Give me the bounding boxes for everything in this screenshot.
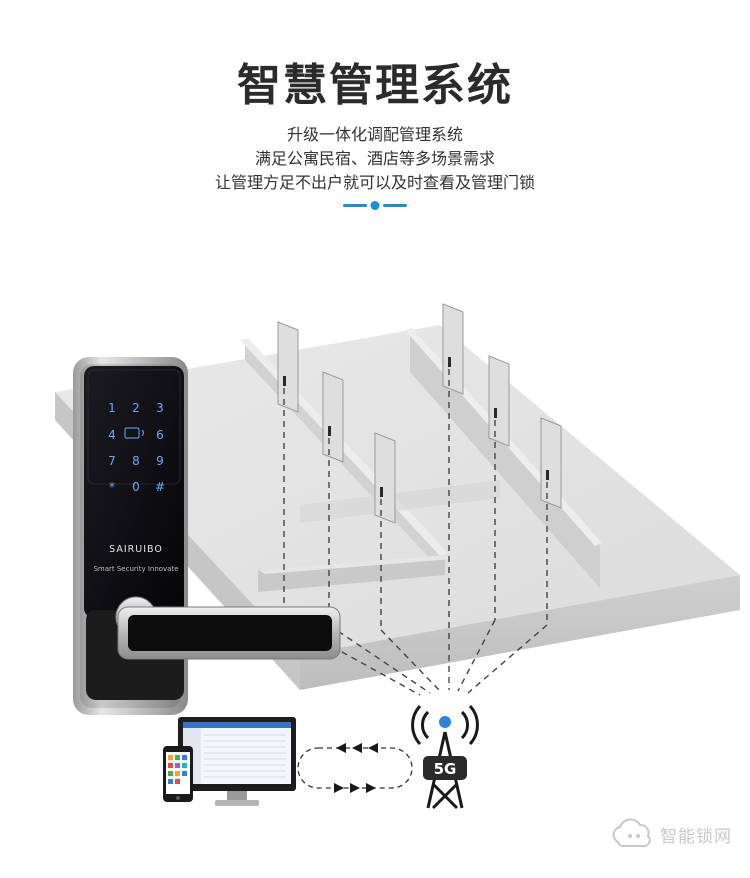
keypad-key: 4 [108, 428, 116, 442]
keypad-key: # [155, 480, 165, 494]
keypad-key: 7 [108, 454, 116, 468]
5g-label: 5G [434, 760, 457, 778]
page-title: 智慧管理系统 [237, 60, 513, 111]
tower-beacon-icon [439, 716, 451, 728]
keypad-key: * [109, 480, 115, 494]
keypad-key: 9 [156, 454, 164, 468]
keypad-key: 8 [132, 454, 140, 468]
data-exchange-loop [297, 747, 413, 789]
watermark-cloud-icon [612, 818, 651, 847]
keypad-key: 2 [132, 401, 140, 415]
lock-keypad: 1 2 3 4 6 7 8 9 * 0 # [108, 401, 165, 494]
system-illustration: 1 2 3 4 6 7 8 9 * 0 # SAIRUIBO Smart Security Inno… [55, 303, 740, 810]
smart-lock [73, 357, 341, 715]
room-doors [277, 303, 562, 524]
subtitle-line-2: 满足公寓民宿、酒店等多场景需求 [254, 149, 495, 168]
watermark-text: 智能锁网 [660, 827, 732, 847]
subtitle-line-1: 升级一体化调配管理系统 [286, 125, 463, 144]
card-reader-icon [124, 427, 144, 439]
smartphone-icon [163, 746, 193, 802]
5g-badge [423, 756, 467, 780]
subtitle-line-3: 让管理方足不出户就可以及时查看及管理门锁 [214, 173, 535, 192]
keypad-key: 1 [108, 401, 116, 415]
desktop-monitor-icon [178, 717, 296, 806]
keypad-key: 0 [132, 480, 140, 494]
door-handle-icons [283, 357, 549, 497]
keypad-key: 6 [156, 428, 164, 442]
lock-slogan: Smart Security Innovate [93, 565, 178, 573]
signal-lines [283, 369, 548, 696]
arrow-right-icons [334, 783, 376, 793]
section-divider [343, 201, 407, 210]
arrow-left-icons [336, 743, 378, 753]
lock-brand: SAIRUIBO [109, 544, 163, 555]
keypad-key: 3 [156, 401, 164, 415]
